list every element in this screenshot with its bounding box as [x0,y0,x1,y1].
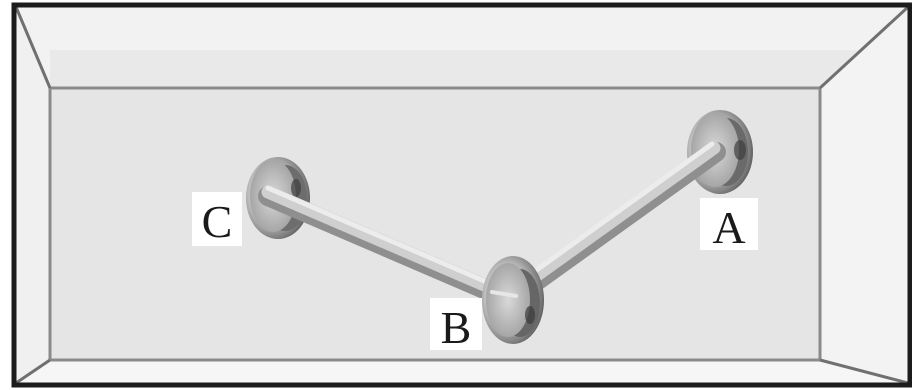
edge-bottom-right [819,358,909,385]
edge-top-left [14,6,52,89]
label-c-text: C [202,196,233,247]
label-c: C [192,192,242,247]
label-a-text: A [712,202,745,253]
box-left-wall [14,5,50,385]
edge-bottom-left [15,358,51,385]
disk-b [482,256,544,344]
box-top-wall-shade [50,50,858,88]
box-frame [11,2,912,388]
label-a: A [700,198,758,253]
box-right-wall [820,5,910,385]
rod-cb [258,185,520,310]
label-b-text: B [441,302,472,353]
label-b: B [430,298,482,353]
edge-top-right [818,5,910,90]
box-back-wall-edge [48,86,822,362]
box-bottom-wall [14,360,910,385]
rod-ba [500,141,726,310]
